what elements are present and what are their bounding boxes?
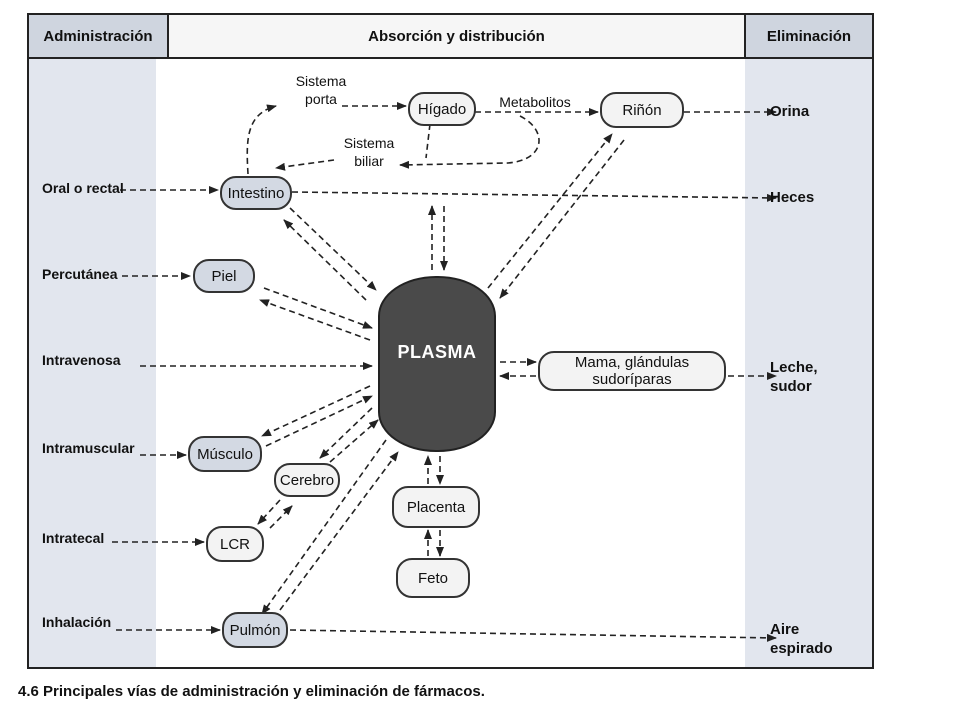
figure-caption: 4.6 Principales vías de administración y… <box>18 683 485 700</box>
route-intravenous: Intravenosa <box>42 352 121 368</box>
arrow-biliary-intestine <box>275 159 335 171</box>
node-placenta: Placenta <box>392 486 480 528</box>
elim-exhaled-air: Aire espirado <box>770 621 833 657</box>
label-portal-system: Sistema porta <box>295 73 347 107</box>
node-plasma: PLASMA <box>378 276 496 452</box>
arrow-plasma-muscle <box>261 385 371 437</box>
node-brain: Cerebro <box>274 463 340 497</box>
label-metabolites: Metabolitos <box>490 93 580 111</box>
arrow-csf-brain <box>269 505 293 529</box>
arrow-lung-air <box>289 629 777 642</box>
arrow-liver-biliary <box>425 123 431 159</box>
node-muscle: Músculo <box>188 436 262 472</box>
admin-column-bg <box>28 58 156 668</box>
header-absorption-distribution: Absorción y distribución <box>368 27 545 45</box>
admin-header-bg <box>28 14 168 58</box>
node-csf: LCR <box>206 526 264 562</box>
elim-urine: Orina <box>770 103 810 120</box>
node-fetus: Feto <box>396 558 470 598</box>
arrow-kidney-plasma <box>499 139 625 299</box>
route-inhalation: Inhalación <box>42 614 112 630</box>
node-kidney: Riñón <box>600 92 684 128</box>
route-intrathecal: Intratecal <box>42 530 105 546</box>
route-intramuscular: Intramuscular <box>42 440 135 456</box>
node-liver: Hígado <box>408 92 476 126</box>
elim-header-bg <box>745 14 873 58</box>
elim-column-bg <box>745 58 873 668</box>
route-oral-rectal: Oral o rectal <box>42 180 124 196</box>
node-intestine: Intestino <box>220 176 292 210</box>
node-breast-glands: Mama, glándulas sudoríparas <box>538 351 726 391</box>
arrow-plasma-brain <box>319 407 373 459</box>
arrow-lung-plasma <box>273 451 399 619</box>
node-skin: Piel <box>193 259 255 293</box>
arrow-brain-csf <box>257 499 281 525</box>
arrow-intestine-feces <box>291 191 777 202</box>
header-administration: Administración <box>43 27 153 45</box>
arrow-metabolites-loop <box>399 115 540 169</box>
elim-milk-sweat: Leche, sudor <box>770 359 818 395</box>
arrow-plasma-kidney <box>487 133 613 289</box>
elim-feces: Heces <box>770 189 815 206</box>
node-lung: Pulmón <box>222 612 288 648</box>
arrow-intestine-portal <box>246 104 277 175</box>
arrow-plasma-lung <box>261 439 387 615</box>
arrow-plasma-skin <box>259 299 371 341</box>
arrow-skin-plasma <box>263 287 373 329</box>
plasma-label: PLASMA <box>397 341 477 362</box>
arrows <box>112 102 777 642</box>
header-elimination: Eliminación <box>766 27 852 45</box>
diagram-frame <box>27 13 874 669</box>
arrow-plasma-intestine <box>283 219 367 301</box>
arrow-intestine-plasma <box>289 207 377 291</box>
route-percutaneous: Percutánea <box>42 266 118 282</box>
arrow-brain-plasma <box>329 419 379 463</box>
label-biliary-system: Sistema biliar <box>343 135 395 169</box>
